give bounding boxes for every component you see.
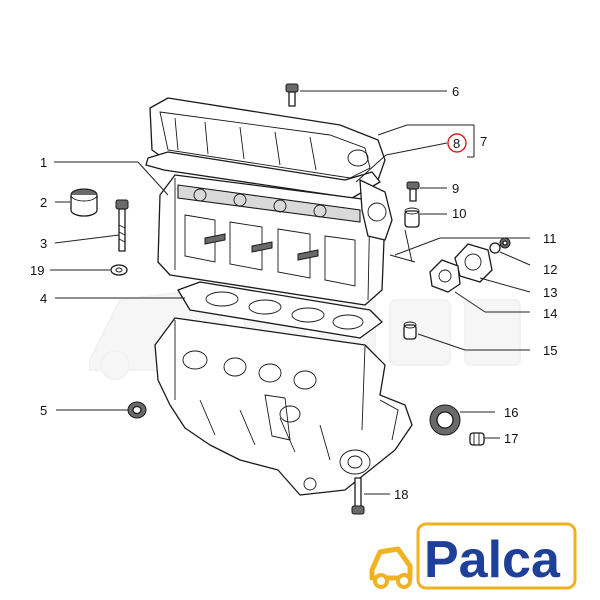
plug-17	[469, 432, 485, 446]
callout-14: 14	[543, 306, 557, 321]
dowel-15	[403, 321, 417, 340]
leader-lines	[50, 90, 531, 495]
callout-17: 17	[504, 431, 518, 446]
callout-18: 18	[394, 487, 408, 502]
bolt-9	[406, 181, 420, 202]
callout-10: 10	[452, 206, 466, 221]
callout-6: 6	[452, 84, 459, 99]
dowel-10	[404, 207, 420, 228]
callout-7: 7	[480, 134, 487, 149]
callout-12: 12	[543, 262, 557, 277]
callout-15: 15	[543, 343, 557, 358]
head-bolt-3	[115, 199, 129, 252]
valve-cover-gasket	[145, 151, 381, 199]
logo-text: Palca	[424, 531, 561, 589]
palca-logo: Palca	[369, 522, 577, 590]
seal-12	[489, 242, 501, 254]
callout-8: 8	[453, 136, 460, 151]
callout-2: 2	[40, 195, 47, 210]
bolt-6	[285, 83, 299, 107]
callout-16: 16	[504, 405, 518, 420]
callout-13: 13	[543, 285, 557, 300]
car-icon	[369, 546, 413, 589]
cylinder-head	[157, 174, 393, 306]
logo-frame	[416, 522, 577, 590]
callout-1: 1	[40, 155, 47, 170]
callout-19: 19	[30, 263, 44, 278]
seal-5	[127, 401, 147, 419]
nut-11	[499, 237, 511, 249]
gasket-14	[429, 259, 461, 293]
callout-8-highlight	[447, 133, 467, 153]
valve-cover	[149, 97, 386, 191]
washer-19	[110, 264, 128, 276]
tappet-2	[70, 188, 98, 217]
callout-11: 11	[543, 231, 557, 246]
head-gasket	[177, 281, 383, 339]
callout-9: 9	[452, 181, 459, 196]
callout-3: 3	[40, 236, 47, 251]
callout-labels: 6 7 8 1 9 2 10 3 11 19 12 13 4 14 15 5 1…	[30, 84, 557, 502]
crank-seal-16	[429, 404, 461, 436]
callout-4: 4	[40, 291, 47, 306]
bolt-18	[351, 477, 365, 515]
callout-5: 5	[40, 403, 47, 418]
water-flange-13	[454, 243, 493, 283]
